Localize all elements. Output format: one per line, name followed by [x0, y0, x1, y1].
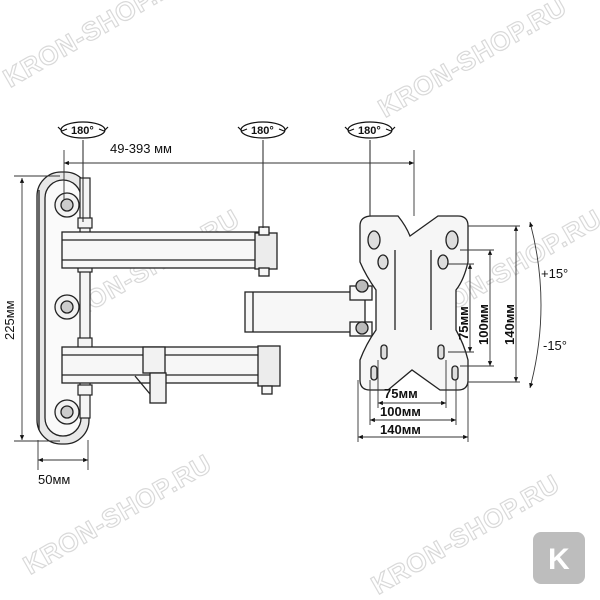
- rotation-indicators: 180° 180° 180°: [57, 121, 396, 228]
- rotation-label: 180°: [71, 125, 94, 137]
- rotation-indicator-elbow: 180°: [237, 121, 289, 228]
- watermark-text: KRON-SHOP.RU: [373, 0, 572, 123]
- vesa-plate: [359, 215, 469, 391]
- shop-logo: K: [533, 532, 585, 584]
- arm-extension-label: 49-393 мм: [110, 141, 172, 156]
- dimension-labels: 49-393 мм 225мм 50мм +15° -15° 75мм 100м…: [2, 141, 568, 487]
- rotation-indicator-wall: 180°: [57, 121, 109, 222]
- depth-label: 50мм: [38, 472, 70, 487]
- vesa-vertical-100-label: 100мм: [476, 304, 491, 345]
- watermark-text: KRON-SHOP.RU: [18, 448, 217, 580]
- rotation-label: 180°: [358, 125, 381, 137]
- vesa-horizontal-100-label: 100мм: [380, 404, 421, 419]
- lower-arm: [61, 345, 281, 404]
- middle-arm: [244, 279, 373, 337]
- dimension-lines: [14, 150, 542, 470]
- height-label: 225мм: [2, 300, 17, 340]
- vesa-horizontal-75-label: 75мм: [384, 386, 418, 401]
- upper-arm: [61, 226, 278, 277]
- watermark-text: KRON-SHOP.RU: [0, 0, 197, 93]
- logo-background: [533, 532, 585, 584]
- vesa-horizontal-140-label: 140мм: [380, 422, 421, 437]
- logo-letter: K: [548, 543, 570, 576]
- tilt-up-label: +15°: [541, 266, 568, 281]
- rotation-indicator-head: 180°: [344, 121, 396, 216]
- rotation-label: 180°: [251, 125, 274, 137]
- vesa-vertical-75-label: 75мм: [456, 306, 471, 340]
- vesa-vertical-140-label: 140мм: [502, 304, 517, 345]
- tilt-down-label: -15°: [543, 338, 567, 353]
